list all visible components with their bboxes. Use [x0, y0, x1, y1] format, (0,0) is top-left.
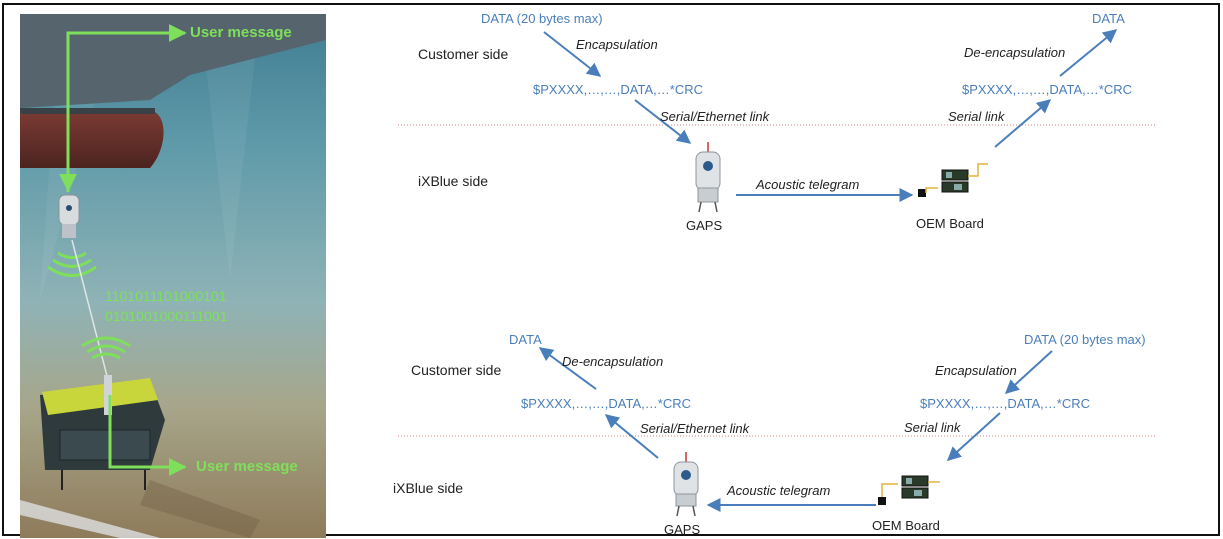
de-encapsulation-label: De-encapsulation	[562, 354, 664, 369]
ixblue-side-label: iXBlue side	[393, 480, 464, 496]
serial-ethernet-link-label: Serial/Ethernet link	[640, 421, 750, 436]
oem-board-icon	[918, 163, 988, 197]
data-output-label: DATA	[509, 332, 542, 347]
gaps-device-icon	[695, 142, 721, 213]
figure-frame	[2, 3, 1220, 536]
gaps-device-icon	[673, 452, 699, 517]
bottom-flow-arrows	[538, 347, 1053, 512]
gaps-label: GAPS	[686, 218, 723, 233]
nmea-frame-label: $PXXXX,…,…,DATA,…*CRC	[920, 396, 1090, 411]
de-encapsulation-label: De-encapsulation	[964, 45, 1066, 60]
acoustic-wave-icon	[47, 251, 97, 277]
nmea-frame-label: $PXXXX,…,…,DATA,…*CRC	[533, 82, 703, 97]
data-input-label: DATA (20 bytes max)	[481, 11, 603, 26]
user-message-label-top: User message	[190, 24, 292, 41]
customer-side-label: Customer side	[418, 46, 509, 62]
oem-board-label: OEM Board	[916, 216, 984, 231]
ship-hull-illustration	[20, 14, 326, 168]
acoustic-wave-icon	[81, 336, 131, 360]
acoustic-telegram-label: Acoustic telegram	[727, 483, 831, 498]
acoustic-telegram-label: Acoustic telegram	[756, 177, 860, 192]
nmea-frame-label: $PXXXX,…,…,DATA,…*CRC	[962, 82, 1132, 97]
user-message-label-bottom: User message	[196, 458, 298, 475]
serial-link-label: Serial link	[904, 420, 961, 435]
data-input-label: DATA (20 bytes max)	[1024, 332, 1146, 347]
encapsulation-label: Encapsulation	[576, 37, 658, 52]
serial-ethernet-link-label: Serial/Ethernet link	[660, 109, 770, 124]
data-output-label: DATA	[1092, 11, 1125, 26]
top-flow-arrows	[543, 29, 1118, 202]
gaps-label: GAPS	[664, 522, 701, 537]
oem-board-icon	[878, 475, 940, 505]
oem-board-label: OEM Board	[872, 518, 940, 533]
nmea-frame-label: $PXXXX,…,…,DATA,…*CRC	[521, 396, 691, 411]
binary-data-line-2: 0101001000111001	[105, 308, 228, 324]
rov-illustration	[40, 375, 165, 490]
encapsulation-label: Encapsulation	[935, 363, 1017, 378]
ixblue-side-label: iXBlue side	[418, 173, 489, 189]
underwater-illustration	[20, 14, 326, 538]
serial-link-label: Serial link	[948, 109, 1005, 124]
customer-side-label: Customer side	[411, 362, 502, 378]
binary-data-line-1: 1101011101000101	[105, 288, 227, 304]
gaps-transceiver-illustration	[58, 194, 80, 238]
